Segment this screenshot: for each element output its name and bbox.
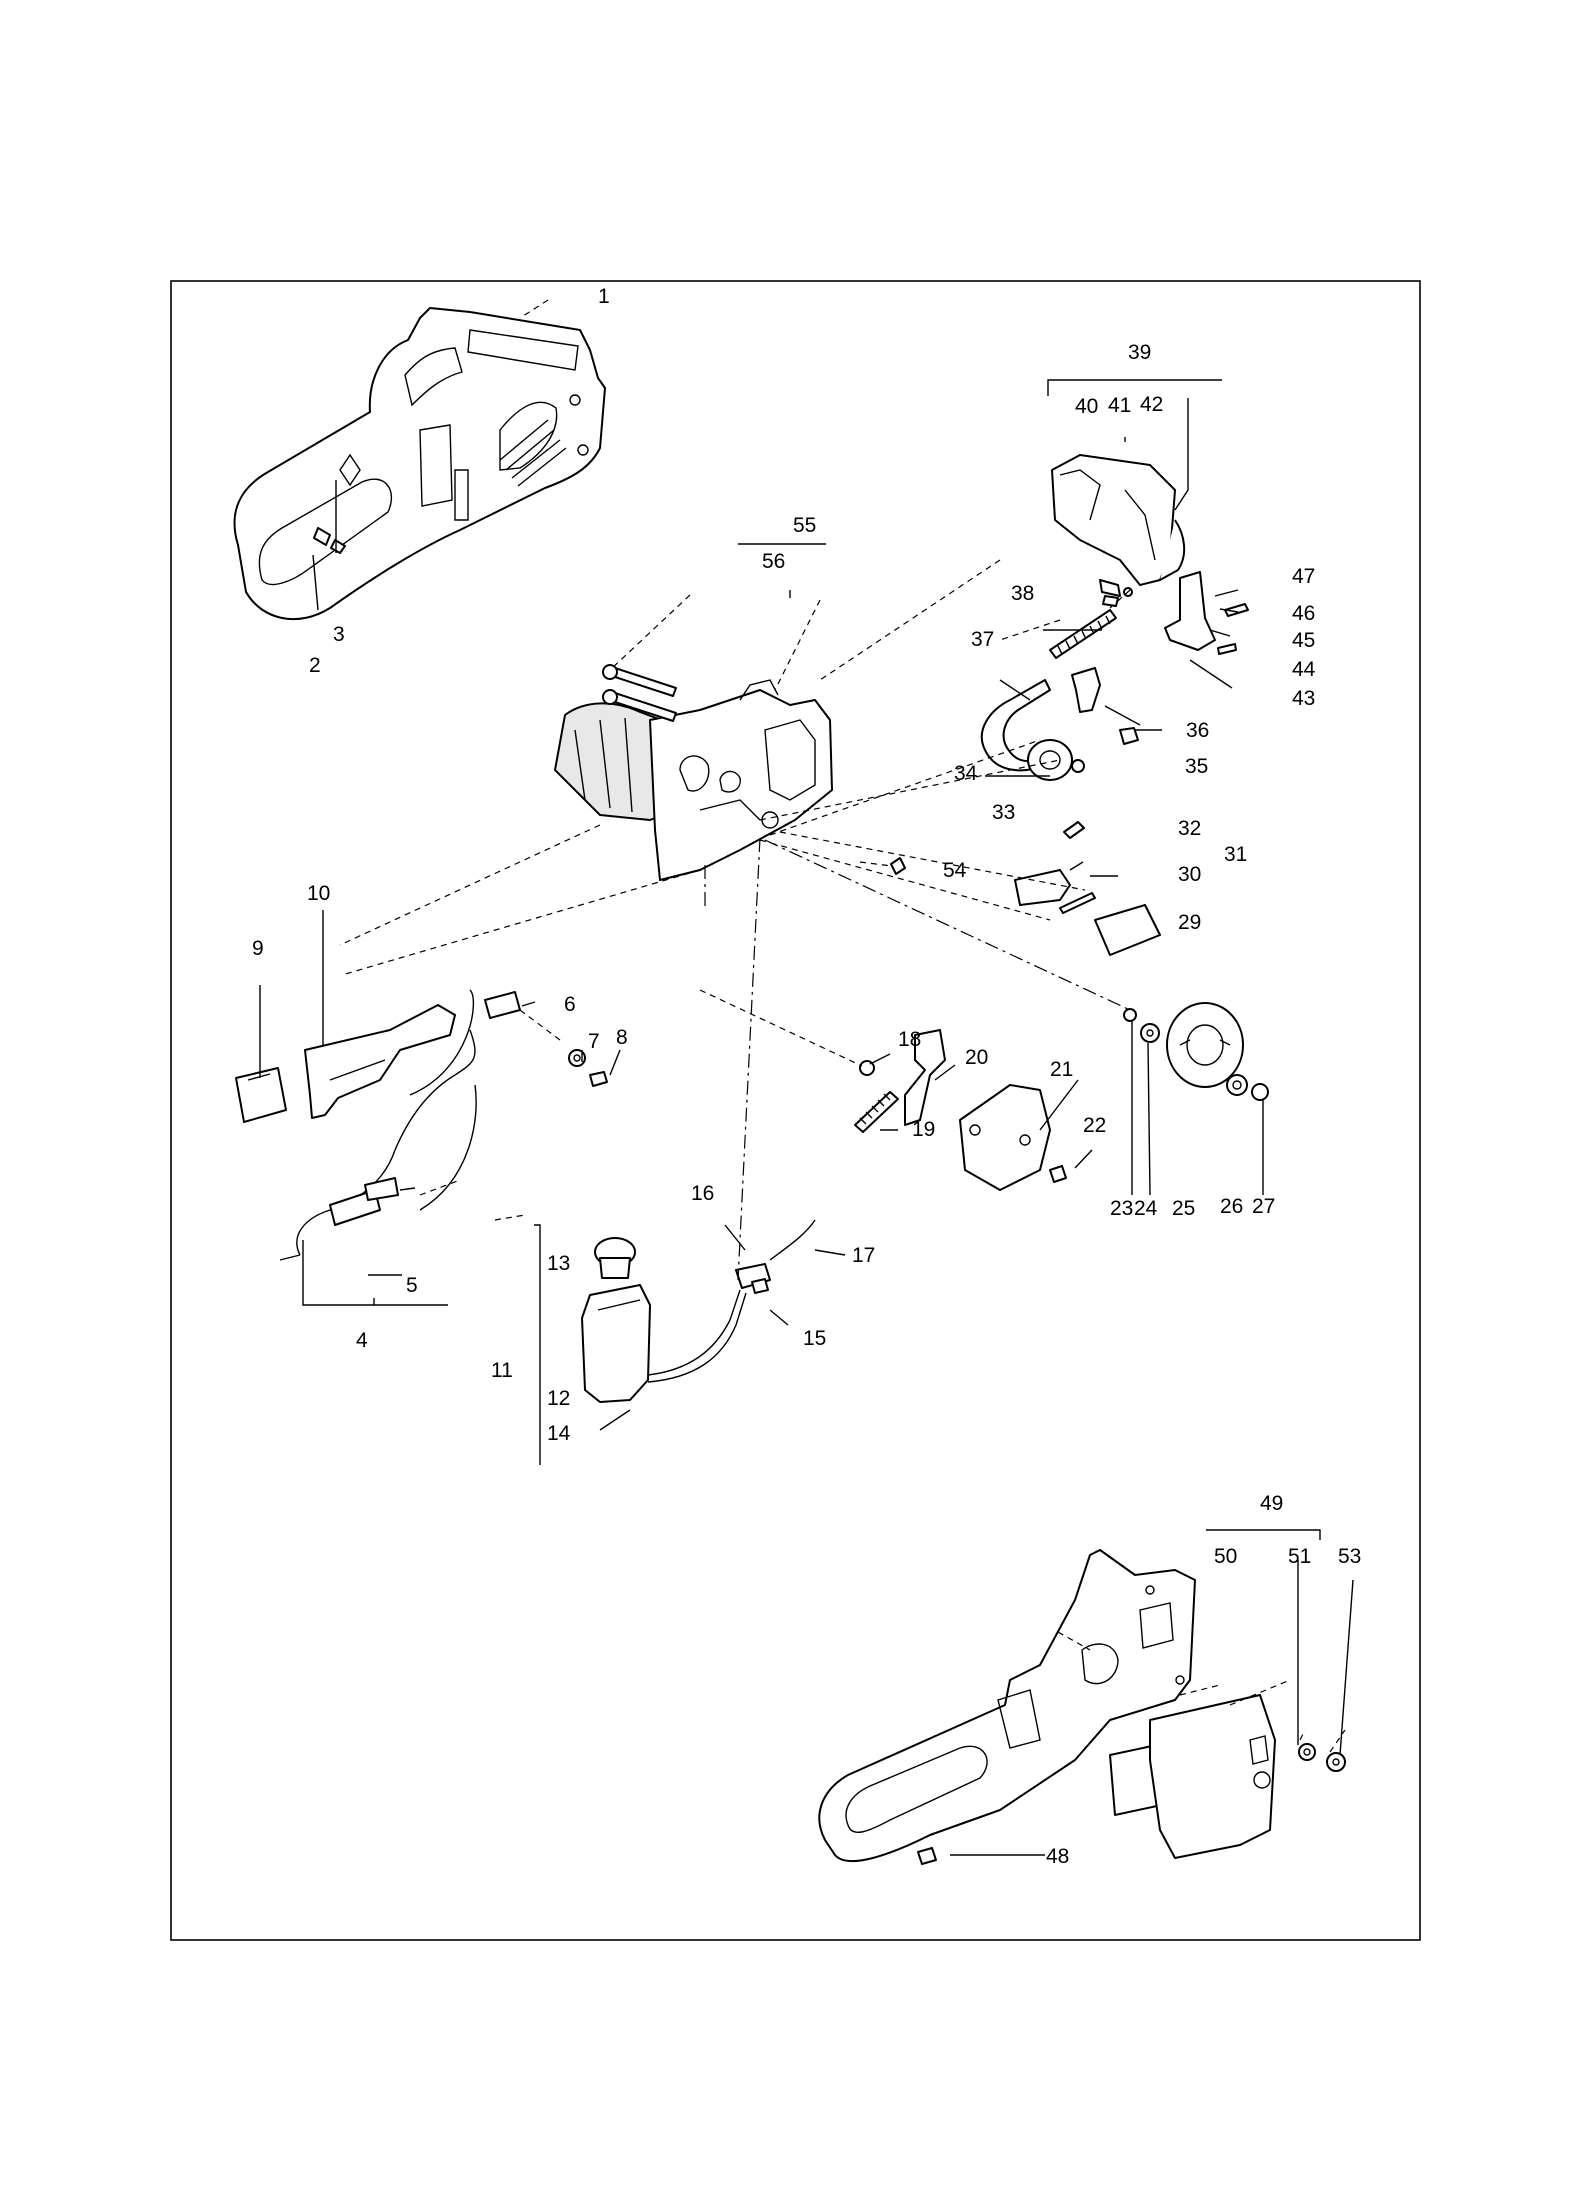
- part-10-trigger: [304, 1004, 456, 1119]
- part-25-sprocket-drum: [1166, 1002, 1244, 1088]
- callout-48: 48: [1046, 1845, 1069, 1868]
- callout-40: 40: [1075, 395, 1098, 418]
- callout-56: 56: [762, 550, 785, 573]
- callout-38: 38: [1011, 582, 1034, 605]
- part-50-housing-right: [818, 1549, 1196, 1863]
- callout-53: 53: [1338, 1545, 1361, 1568]
- callout-7: 7: [588, 1030, 600, 1053]
- callout-11: 11: [491, 1359, 513, 1382]
- callout-5: 5: [406, 1274, 418, 1297]
- part-6-microswitch: [484, 991, 521, 1019]
- callout-9: 9: [252, 937, 264, 960]
- callout-49: 49: [1260, 1492, 1283, 1515]
- part-14-15-16-17-oil-hose: [647, 1219, 816, 1383]
- callout-17: 17: [852, 1244, 875, 1267]
- part-3-screw: [330, 539, 346, 554]
- callout-15: 15: [803, 1327, 826, 1350]
- callout-41: 41: [1108, 394, 1131, 417]
- callout-3: 3: [333, 623, 345, 646]
- part-43-47-brake-lever: [1164, 571, 1249, 655]
- part-1-housing-left: [233, 307, 606, 621]
- part-7-8-washer-screw: [568, 1049, 608, 1087]
- part-22-screw: [1049, 1165, 1067, 1183]
- callout-23: 23: [1110, 1197, 1133, 1220]
- callout-30: 30: [1178, 863, 1201, 886]
- callout-47: 47: [1292, 565, 1315, 588]
- callout-50: 50: [1214, 1545, 1237, 1568]
- callout-27: 27: [1252, 1195, 1275, 1218]
- callout-45: 45: [1292, 629, 1315, 652]
- callout-1: 1: [598, 285, 610, 308]
- callout-12: 12: [547, 1387, 570, 1410]
- part-54-clip: [890, 857, 906, 875]
- part-56-bolts: [602, 664, 677, 722]
- part-13-tank-cap: [594, 1237, 636, 1279]
- part-31-tensioner: [1014, 869, 1071, 906]
- part-29-plate: [1094, 904, 1161, 956]
- callout-14: 14: [547, 1422, 571, 1445]
- part-23-24-washers: [1123, 1008, 1160, 1043]
- callout-13: 13: [547, 1252, 570, 1275]
- part-9-switch: [235, 1067, 287, 1123]
- callout-24: 24: [1134, 1197, 1158, 1220]
- leader-lines: [259, 379, 1354, 1856]
- callout-4: 4: [356, 1329, 368, 1352]
- part-4-5-cable: [279, 989, 477, 1261]
- callout-36: 36: [1186, 719, 1209, 742]
- callout-39: 39: [1128, 341, 1151, 364]
- callout-42: 42: [1140, 393, 1163, 416]
- callout-44: 44: [1292, 658, 1316, 681]
- part-34-clutch-drum: [1027, 739, 1073, 781]
- callout-37: 37: [971, 628, 994, 651]
- part-39-hand-guard: [1051, 454, 1186, 586]
- callout-18: 18: [898, 1028, 921, 1051]
- callout-33: 33: [992, 801, 1015, 824]
- part-55-motor-assembly: [554, 679, 833, 881]
- part-21-pump-body: [959, 1084, 1051, 1191]
- part-32-spring: [1063, 821, 1085, 839]
- callout-26: 26: [1220, 1195, 1243, 1218]
- callout-32: 32: [1178, 817, 1201, 840]
- part-19-spring: [854, 1091, 899, 1133]
- callout-10: 10: [307, 882, 330, 905]
- part-35-lever: [1071, 667, 1101, 713]
- part-49-sprocket-cover: [1149, 1694, 1276, 1859]
- callout-25: 25: [1172, 1197, 1195, 1220]
- callout-8: 8: [616, 1026, 628, 1049]
- assembly-guide-lines: [339, 299, 1346, 1753]
- part-12-oil-tank: [581, 1284, 651, 1403]
- part-30-pin: [1059, 892, 1096, 914]
- callout-29: 29: [1178, 911, 1201, 934]
- callout-31: 31: [1224, 843, 1247, 866]
- callout-54: 54: [943, 859, 967, 882]
- part-33-clip: [1071, 759, 1085, 773]
- part-2-screw: [313, 527, 331, 546]
- callout-6: 6: [564, 993, 576, 1016]
- callout-2: 2: [309, 654, 321, 677]
- part-20-oil-lever: [904, 1029, 946, 1126]
- callout-labels: 1 2 3 4 5 6 7 8 9 10 11 12 13 14 15 16 1…: [252, 285, 1361, 1868]
- part-38-spring: [1049, 609, 1117, 659]
- callout-43: 43: [1292, 687, 1315, 710]
- callout-35: 35: [1185, 755, 1208, 778]
- callout-51: 51: [1288, 1545, 1311, 1568]
- diagram-frame: [170, 280, 1421, 1941]
- part-51-53-nuts: [1298, 1743, 1346, 1772]
- part-48-screw: [917, 1847, 937, 1865]
- callout-20: 20: [965, 1046, 988, 1069]
- callout-16: 16: [691, 1182, 714, 1205]
- callout-46: 46: [1292, 602, 1315, 625]
- callout-19: 19: [912, 1118, 935, 1141]
- part-26-27-washer-ring: [1226, 1074, 1269, 1101]
- part-36-screw: [1119, 727, 1139, 745]
- callout-21: 21: [1050, 1058, 1073, 1081]
- callout-55: 55: [793, 514, 816, 537]
- callout-34: 34: [954, 762, 978, 785]
- part-40-41-42-pivot-pins: [1099, 579, 1133, 607]
- callout-22: 22: [1083, 1114, 1106, 1137]
